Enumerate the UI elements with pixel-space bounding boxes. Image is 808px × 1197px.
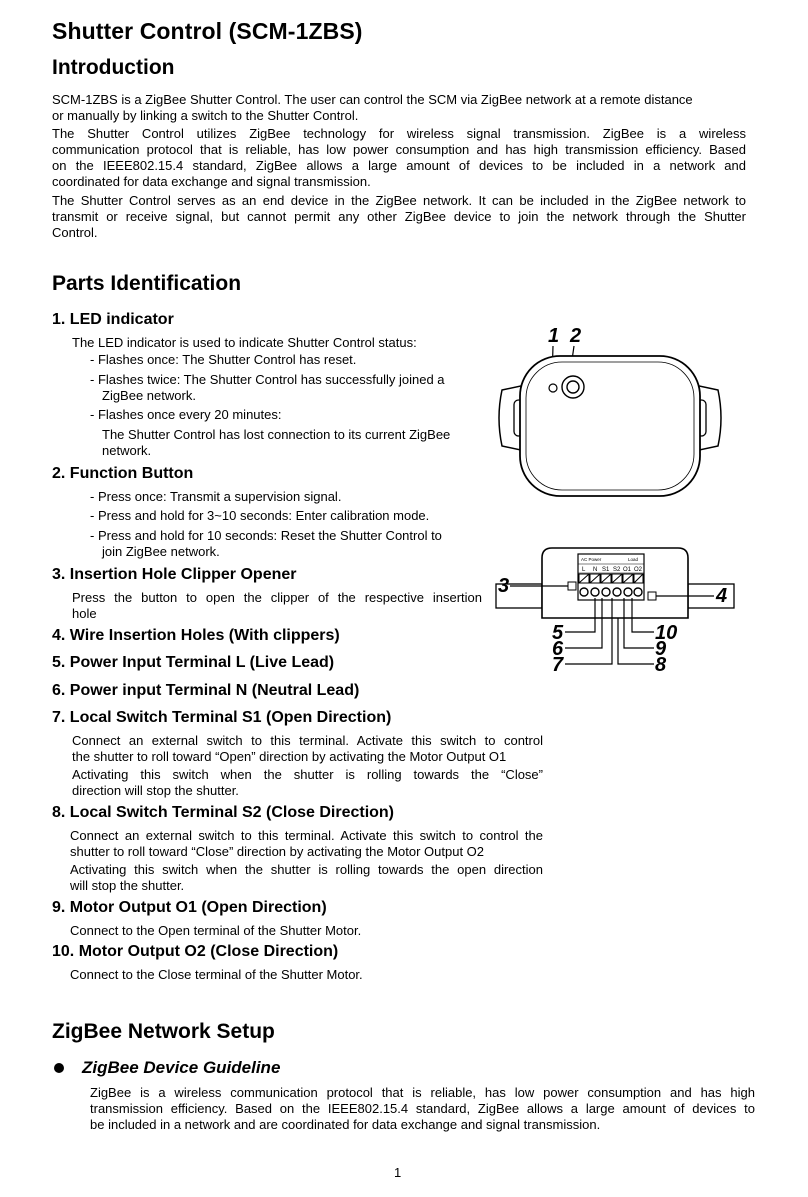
- terminal-O2: O2: [634, 567, 643, 573]
- intro-p2-line2: communication protocol that is reliable,…: [52, 142, 746, 157]
- o1-desc: Connect to the Open terminal of the Shut…: [70, 923, 362, 938]
- device-terminal-view-figure: AC Power Load L N S1 S2 O1 O2: [495, 547, 735, 676]
- zigbee-line3: be included in a network and are coordin…: [90, 1117, 601, 1132]
- label-4: 4: [715, 585, 727, 607]
- zigbee-line2: transmission efficiency. Based on the IE…: [90, 1101, 755, 1116]
- clipper-desc-line1: Press the button to open the clipper of …: [72, 590, 482, 605]
- led-indicator-title: 1. LED indicator: [52, 311, 174, 328]
- s1-line4: direction will stop the shutter.: [72, 783, 239, 798]
- page-number: 1: [394, 1165, 402, 1180]
- o2-desc: Connect to the Close terminal of the Shu…: [70, 967, 363, 982]
- s2-line2: shutter to roll toward “Close” direction…: [70, 844, 485, 859]
- document-title: Shutter Control (SCM-1ZBS): [52, 18, 363, 44]
- wire-holes-title: 4. Wire Insertion Holes (With clippers): [52, 627, 340, 644]
- label-2: 2: [569, 325, 581, 347]
- led-bullet-2-cont: ZigBee network.: [102, 388, 196, 403]
- led-desc: The LED indicator is used to indicate Sh…: [72, 335, 417, 350]
- label-1: 1: [548, 325, 559, 347]
- led-bullet-1: - Flashes once: The Shutter Control has …: [90, 352, 357, 367]
- s2-line4: will stop the shutter.: [70, 878, 185, 893]
- label-6: 6: [552, 638, 564, 660]
- s2-title: 8. Local Switch Terminal S2 (Close Direc…: [52, 804, 395, 821]
- label-10: 10: [655, 622, 677, 644]
- s1-line2: the shutter to roll toward “Open” direct…: [72, 749, 507, 764]
- intro-p1-line2: or manually by linking a switch to the S…: [52, 108, 359, 123]
- terminal-N: N: [593, 567, 597, 573]
- led-indicator-icon: [548, 383, 558, 393]
- intro-p1-line1: SCM-1ZBS is a ZigBee Shutter Control. Th…: [52, 92, 693, 107]
- o1-title: 9. Motor Output O1 (Open Direction): [52, 899, 327, 916]
- power-l-title: 5. Power Input Terminal L (Live Lead): [52, 654, 335, 671]
- func-bullet-2: - Press and hold for 3~10 seconds: Enter…: [90, 508, 430, 523]
- power-n-title: 6. Power input Terminal N (Neutral Lead): [52, 682, 360, 699]
- s2-line1: Connect an external switch to this termi…: [70, 828, 543, 843]
- zigbee-line1: ZigBee is a wireless communication proto…: [90, 1085, 755, 1100]
- o2-title: 10. Motor Output O2 (Close Direction): [52, 943, 339, 960]
- label-5: 5: [552, 622, 564, 644]
- func-bullet-1: - Press once: Transmit a supervision sig…: [90, 489, 342, 504]
- label-7: 7: [552, 654, 564, 676]
- parts-heading: Parts Identification: [52, 272, 242, 295]
- intro-p3-line1: The Shutter Control serves as an end dev…: [52, 193, 746, 208]
- intro-p2-line4: coordinated for data exchange and signal…: [52, 174, 371, 189]
- device-top-view-figure: 1 2: [498, 325, 722, 497]
- s1-line1: Connect an external switch to this termi…: [72, 733, 543, 748]
- intro-p2-line3: on the IEEE802.15.4 standard, ZigBee all…: [52, 158, 746, 173]
- s1-line3: Activating this switch when the shutter …: [72, 767, 543, 782]
- terminal-S2: S2: [613, 567, 621, 573]
- function-button-title: 2. Function Button: [52, 465, 194, 482]
- clipper-opener-title: 3. Insertion Hole Clipper Opener: [52, 566, 297, 583]
- terminal-L: L: [582, 567, 586, 573]
- func-bullet-3: - Press and hold for 10 seconds: Reset t…: [90, 528, 442, 543]
- label-9: 9: [655, 638, 667, 660]
- led-bullet-3-detail-2: network.: [102, 443, 152, 458]
- label-3: 3: [498, 575, 509, 597]
- load-label: Load: [628, 557, 639, 562]
- intro-p2-line1: The Shutter Control utilizes ZigBee tech…: [52, 126, 746, 141]
- function-button-icon: [566, 380, 580, 394]
- intro-heading: Introduction: [52, 56, 175, 79]
- led-bullet-2: - Flashes twice: The Shutter Control has…: [90, 372, 445, 387]
- led-bullet-3-detail-1: The Shutter Control has lost connection …: [102, 427, 451, 442]
- intro-p3-line2: transmit or receive signal, but cannot p…: [52, 209, 746, 224]
- func-bullet-3-cont: join ZigBee network.: [102, 544, 220, 559]
- ac-power-label: AC Power: [581, 557, 602, 562]
- bullet-icon: [54, 1063, 64, 1073]
- clipper-desc-line2: hole: [72, 606, 97, 621]
- terminal-O1: O1: [623, 567, 632, 573]
- intro-p3-line3: Control.: [52, 225, 98, 240]
- s1-title: 7. Local Switch Terminal S1 (Open Direct…: [52, 709, 392, 726]
- terminal-S1: S1: [602, 567, 610, 573]
- zigbee-heading: ZigBee Network Setup: [52, 1020, 275, 1043]
- s2-line3: Activating this switch when the shutter …: [70, 862, 543, 877]
- led-bullet-3: - Flashes once every 20 minutes:: [90, 407, 282, 422]
- label-8: 8: [655, 654, 667, 676]
- zigbee-guideline-heading: ZigBee Device Guideline: [82, 1058, 281, 1077]
